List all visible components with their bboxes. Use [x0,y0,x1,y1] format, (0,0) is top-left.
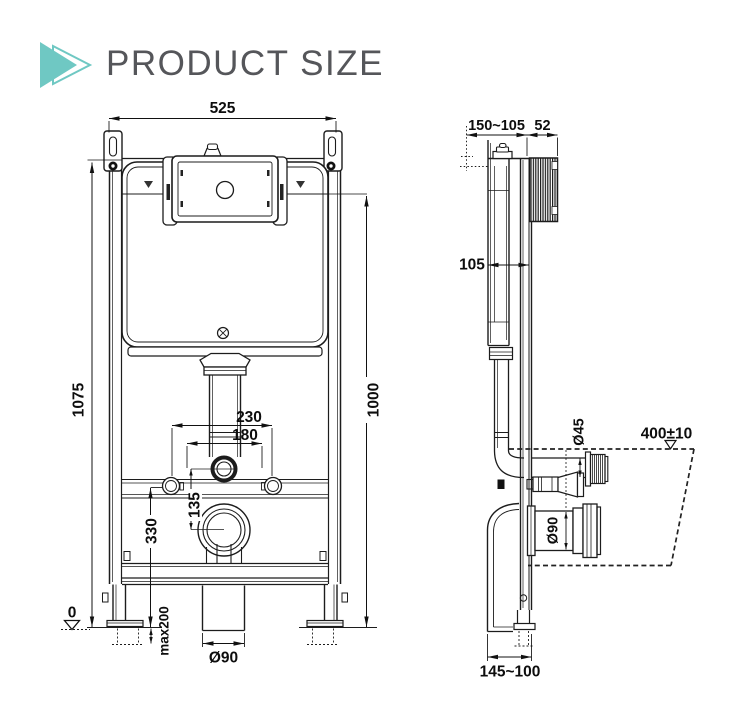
dim-flush-plate-depth: 52 [534,118,550,134]
adjustable-leg-right [306,584,348,645]
pan-clearance-outline [509,448,695,567]
soil-outlet-connector [526,503,602,559]
side-view [460,126,695,647]
dim-outlet-diameter: Ø90 [546,517,562,544]
dim-wall-depth-range: 150~105 [468,118,525,134]
dim-flush-pipe-diameter: Ø45 [572,418,588,445]
dim-leg-adjustment: max200 [157,606,172,656]
datum-triangle-floor [63,619,81,631]
front-view [61,130,377,645]
wall-bracket-left [103,130,123,172]
drain-opening-front [191,503,251,557]
dim-frame-height: 1000 [366,383,383,417]
waste-bend-side [486,502,520,633]
dim-outlet-offset-range: 145~100 [480,664,541,681]
dim-frame-depth: 105 [459,257,485,274]
dim-outlet-height: 330 [144,518,161,544]
dim-total-height: 1075 [71,382,88,417]
drain-pipe-bottom [201,585,246,632]
cistern-tank-side [487,140,531,361]
flush-pipe-side [493,359,525,479]
flush-plate-box [528,157,559,223]
access-panel [162,143,288,226]
page-header: PRODUCT SIZE [0,0,750,100]
side-view-dimensions [466,132,678,661]
dim-datum-zero: 0 [68,605,77,622]
fixing-bolt-left [161,476,181,496]
wall-bracket-right [323,130,343,172]
page-title: PRODUCT SIZE [106,44,384,83]
adjustable-leg-left [102,584,144,645]
front-view-dimensions [63,116,380,647]
dim-overall-width: 525 [210,100,236,117]
dim-bolt-spacing-outer: 230 [236,409,262,426]
fixing-tab [497,479,505,489]
adjustable-leg-side [513,594,536,647]
inlet-valve-shank [526,471,585,498]
brand-triangles-icon [40,42,93,88]
dim-bolt-spacing-inner: 180 [232,427,258,444]
dim-outlet-pipe-diameter: Ø90 [209,650,238,667]
dim-pan-top-height: 400±10 [641,426,693,443]
fixing-bolt-right [263,476,283,496]
dim-flush-to-outlet: 135 [187,492,204,518]
datum-triangle-pan [663,439,678,450]
